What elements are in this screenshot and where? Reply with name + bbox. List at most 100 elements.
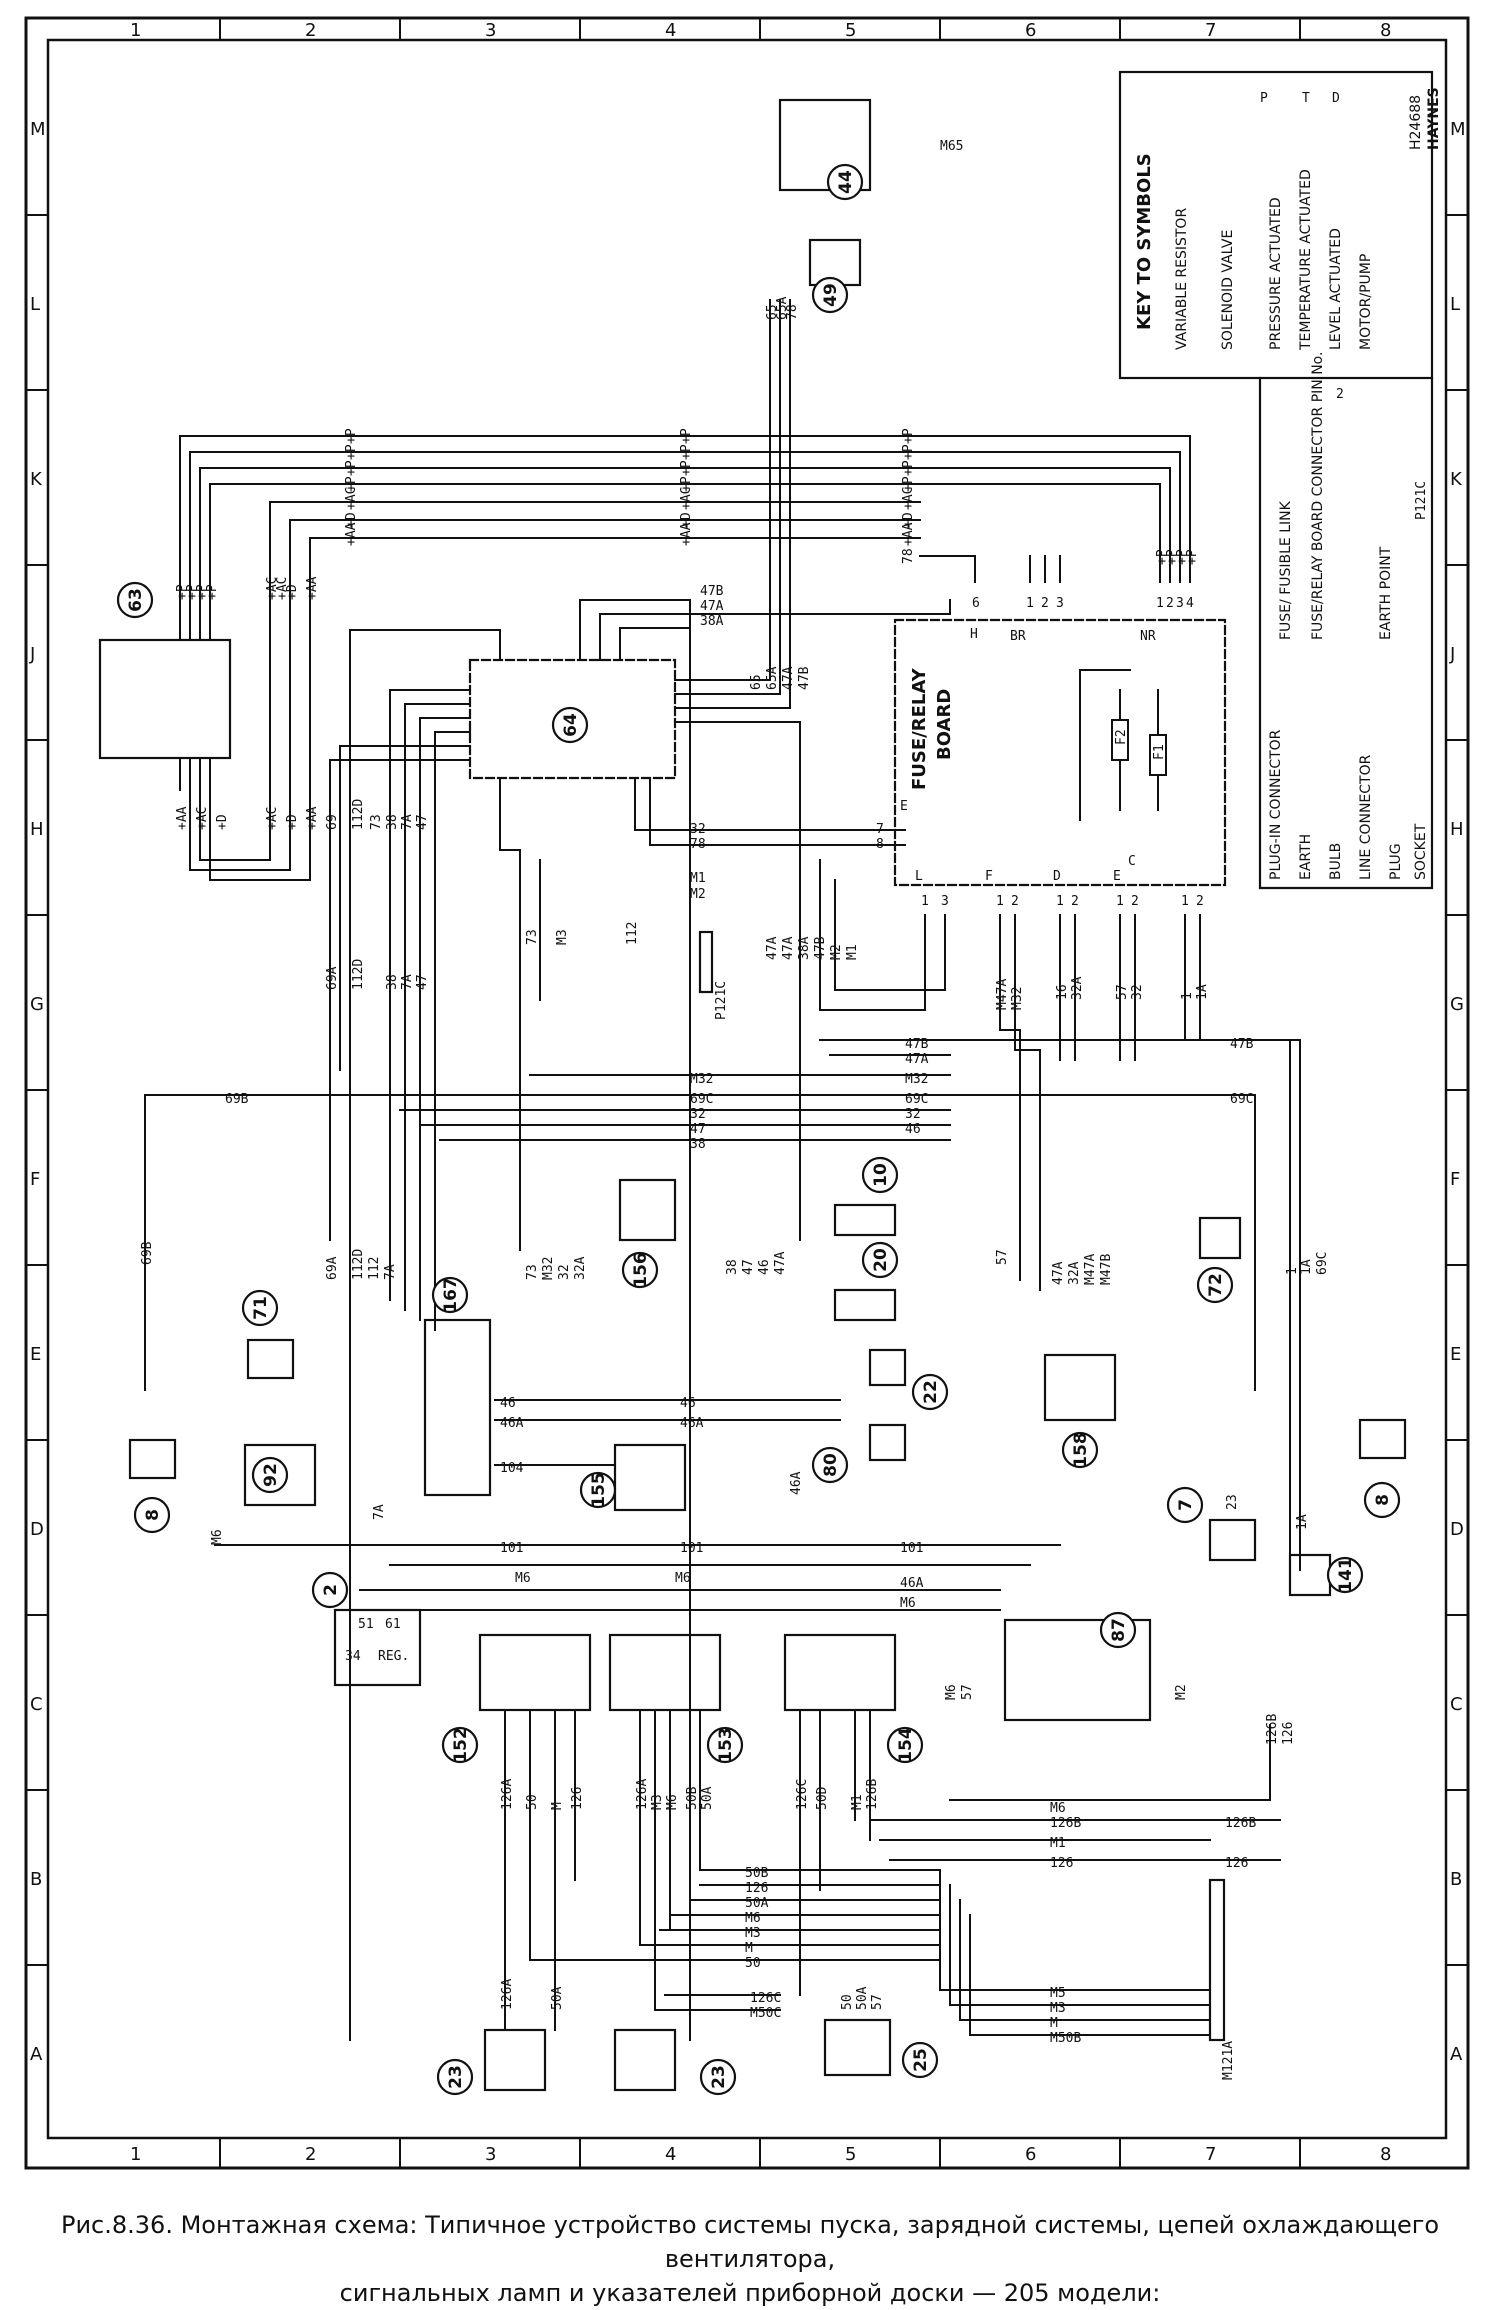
- wire-label-h-m6: M6: [675, 1571, 691, 1586]
- fb-pin-top-1: 6: [972, 596, 980, 611]
- wire-label-v-126b: 126B: [1265, 1714, 1280, 1745]
- lower-wires: [214, 1399, 1281, 2036]
- fb-pin-left-7: 7: [876, 822, 884, 837]
- grid-col-7-top: 7: [1205, 20, 1216, 41]
- caption-line-1: Рис.8.36. Монтажная схема: Типичное устр…: [60, 2211, 1440, 2273]
- component-circle: [706, 1726, 744, 1764]
- wire-label-mid-vertical: M1: [845, 944, 860, 960]
- wire-label-v-57: 57: [995, 1249, 1010, 1265]
- component-number: 71: [251, 1296, 271, 1320]
- wire-label-h-bottom-e: M5: [1050, 1986, 1066, 2001]
- key-fuse-fusible-link: FUSE/ FUSIBLE LINK: [1278, 500, 1294, 640]
- wire-label-mid-vertical: M2: [829, 944, 844, 960]
- grid-row-J-left: J: [29, 644, 35, 665]
- grid-row-F-right: F: [1450, 1169, 1460, 1190]
- grid-row-G-right: G: [1450, 994, 1464, 1015]
- wire-label-bus-left: +AC: [344, 487, 359, 510]
- wire-label-bus-right: +P: [901, 476, 916, 492]
- wire-label-h-b: 69C: [690, 1092, 713, 1107]
- fb-connector-br: BR: [1010, 629, 1026, 644]
- wire-label-64-right: 47B: [797, 666, 812, 690]
- ignition-switch-63: [98, 638, 232, 760]
- wire-label-fb-down: 57: [1115, 984, 1130, 1000]
- wire-label-h-101: 101: [680, 1541, 703, 1556]
- wire-label-bus-mid: +P: [679, 428, 694, 444]
- fuse-board-subtitle: BOARD: [934, 689, 955, 760]
- grid-col-7-bottom: 7: [1205, 2144, 1216, 2165]
- grid-col-1-top: 1: [130, 20, 141, 41]
- component-circle: [241, 1289, 279, 1327]
- wire-label-bus-mid: +P: [679, 476, 694, 492]
- wire-label-v-right: 1: [1285, 1267, 1300, 1275]
- key-motor-pump: MOTOR/PUMP: [1358, 254, 1374, 350]
- wire-label-ign-top: +AC: [265, 577, 280, 600]
- wire-label-h-a: 47A: [905, 1052, 929, 1067]
- wire-label-v-152: M: [550, 1802, 565, 1810]
- fb-pin-top-2: 1: [1026, 596, 1034, 611]
- component-number: 92: [261, 1463, 281, 1487]
- key-socket: SOCKET: [1413, 823, 1429, 880]
- key-earth-point-label: P121C: [1414, 481, 1429, 520]
- fuse-board-title: FUSE/RELAY: [909, 667, 930, 790]
- component-87: [1003, 1618, 1152, 1722]
- fuse-f1: F1: [1152, 744, 1167, 760]
- wire-label-h-right: 47B: [1230, 1037, 1254, 1052]
- wire-label-h-bottom-c: 126B: [1225, 1816, 1256, 1831]
- fb-pin-bottom-9: 1: [1181, 894, 1189, 909]
- wire-label-left-vertical: 112D: [351, 959, 366, 990]
- wire-label-h-167: 46A: [500, 1416, 524, 1431]
- grid-col-4-bottom: 4: [665, 2144, 676, 2165]
- key-earth: EARTH: [1298, 834, 1314, 880]
- wire-label-bus-right: +AC: [901, 487, 916, 510]
- grid-row-L-right: L: [1450, 294, 1460, 315]
- wire-label-64-mid: 78: [690, 837, 706, 852]
- component-circle: [699, 2058, 737, 2096]
- component-23-right: [613, 2028, 677, 2092]
- fb-pin-bottom-2: 3: [941, 894, 949, 909]
- grid-col-8-bottom: 8: [1380, 2144, 1391, 2165]
- grid-col-5-top: 5: [845, 20, 856, 41]
- component-number: 87: [1109, 1618, 1129, 1642]
- component-number: 80: [821, 1453, 841, 1477]
- fb-pin-bottom-3: 1: [996, 894, 1004, 909]
- wire-label-v-m6-57: M6: [944, 1684, 959, 1700]
- wire-label-v-1a: 1A: [1295, 1514, 1310, 1530]
- wire-label-h-167: 104: [500, 1461, 524, 1476]
- wire-label-ign-top: +P: [205, 584, 220, 600]
- fuse-board-labels: FUSE/RELAY BOARD F2 F1 H BR NR L F D E C…: [876, 596, 1204, 909]
- wire-label-bus-left: +D: [344, 512, 359, 528]
- component-circle: [1061, 1431, 1099, 1469]
- component-number: 20: [871, 1248, 891, 1272]
- component-number: 154: [896, 1727, 916, 1763]
- component-circle: [311, 1571, 349, 1609]
- wire-label-bus-right: +D: [901, 512, 916, 528]
- component-circle: [551, 706, 589, 744]
- wire-label-ign-top: +AA: [305, 576, 320, 600]
- wire-label-pin-51: 51: [358, 1617, 374, 1632]
- component-circle: [431, 1276, 469, 1314]
- wire-label-fb-down: M32: [1010, 987, 1025, 1010]
- wire-label-bus-right: +P: [901, 460, 916, 476]
- wire-label-ign-bottom: +AA: [305, 806, 320, 830]
- fb-pin-bottom-4: 2: [1011, 894, 1019, 909]
- key-solenoid-valve: SOLENOID VALVE: [1220, 230, 1236, 350]
- component-circle: [251, 1456, 289, 1494]
- wire-label-h-bottom-e: M50B: [1050, 2031, 1081, 2046]
- wire-label-v-71: 112D: [351, 1249, 366, 1280]
- wire-label-h-m6: M6: [515, 1571, 531, 1586]
- wire-label-64-top: 47B: [700, 584, 724, 599]
- wire-label-bus-mid: +AC: [679, 487, 694, 510]
- wire-label-v-m6-57: 57: [960, 1684, 975, 1700]
- wire-label-h-bottom-a: 126: [745, 1881, 768, 1896]
- wire-label-v-right: 69C: [1315, 1252, 1330, 1275]
- wire-label-v-153: 126A: [635, 1779, 650, 1810]
- component-2: [333, 1608, 422, 1687]
- grid-col-8-top: 8: [1380, 20, 1391, 41]
- caption-line-2: сигнальных ламп и указателей приборной д…: [339, 2279, 1161, 2307]
- grid-col-6-bottom: 6: [1025, 2144, 1036, 2165]
- wire-label-h-101: 101: [500, 1541, 523, 1556]
- wire-label-h-bottom-d: 126C: [750, 1991, 781, 2006]
- component-circle: [886, 1726, 924, 1764]
- component-number: 23: [709, 2065, 729, 2089]
- wire-label-left-vertical: 38: [385, 974, 400, 990]
